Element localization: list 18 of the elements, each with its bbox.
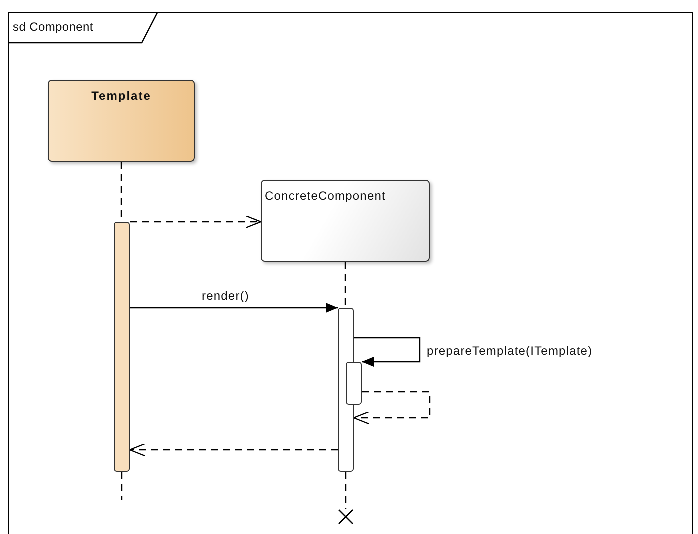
lifeline-line	[121, 472, 123, 500]
lifeline-line	[345, 472, 347, 509]
message-arrow	[354, 337, 421, 367]
frame-title: sd Component	[13, 20, 94, 34]
lifeline-box	[261, 180, 430, 262]
dashed-arrow	[129, 443, 338, 457]
lifeline-name: Template	[90, 89, 152, 103]
activation-bar	[346, 362, 362, 405]
lifeline-box	[48, 80, 195, 162]
lifeline-name: ConcreteComponent	[265, 189, 386, 203]
activation-bar	[114, 222, 130, 472]
diagram-frame	[8, 12, 693, 534]
edge-label: render()	[200, 289, 252, 303]
lifeline-line	[344, 262, 346, 308]
message-arrow	[130, 303, 338, 313]
dashed-arrow	[353, 391, 431, 425]
destruction-mark	[338, 509, 354, 525]
dashed-arrow	[130, 215, 262, 229]
